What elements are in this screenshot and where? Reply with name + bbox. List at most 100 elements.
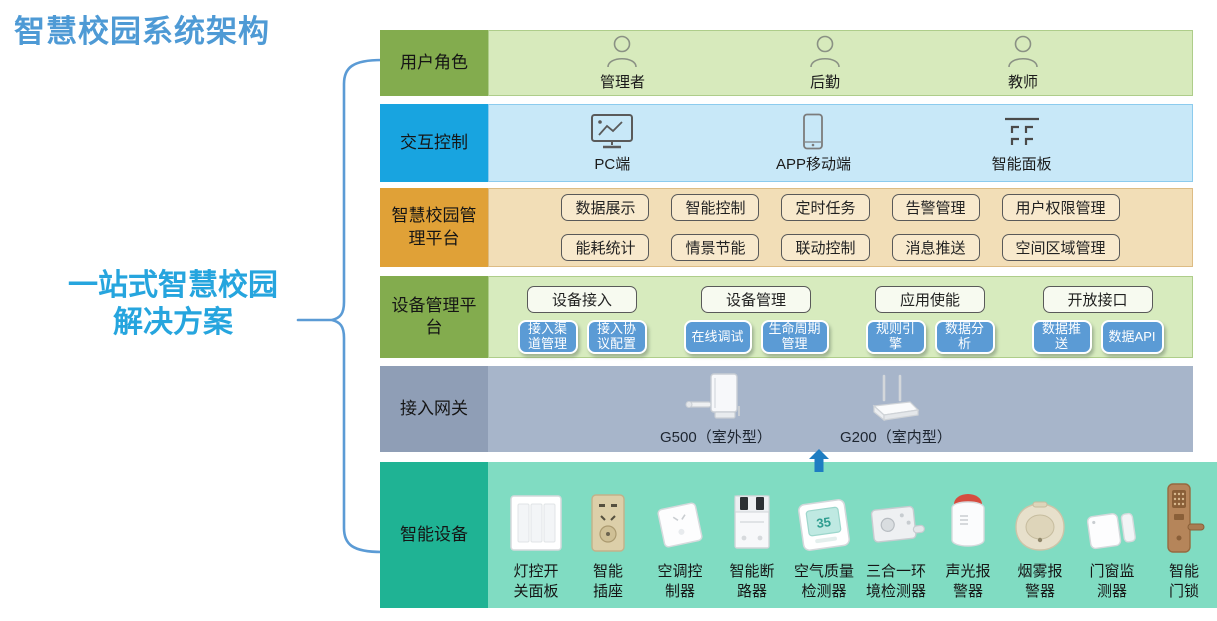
up-arrow-icon [809, 449, 829, 472]
sound-light-alarm-image [946, 480, 990, 554]
smart-socket-image [587, 480, 629, 554]
sub-feature-box: 接入渠 道管理 [517, 320, 578, 354]
indoor-gateway-image [872, 374, 920, 422]
row-smart-devices: 智能设备 灯控开关面板 [380, 462, 1217, 608]
gateway-label: G500（室外型） [660, 429, 772, 446]
row-user-roles-body: 管理者 后勤 教师 [488, 30, 1193, 96]
row-management-platform-header: 智慧校园管理平台 [380, 188, 488, 267]
group-box: 开放接口 [1042, 286, 1153, 313]
row-device-management: 设备管理平台 设备接入 接入渠 道管理 接入协 议配置 设备管理 [380, 276, 1193, 358]
device-item: 灯控开关面板 [500, 480, 572, 608]
sub-feature-line: 规则引 [876, 321, 916, 337]
feature-box: 定时任务 [781, 194, 870, 221]
page-title: 智慧校园系统架构 [14, 14, 270, 49]
sub-feature-box: 数据推 送 [1031, 320, 1092, 354]
device-label: 灯控开关面板 [513, 563, 559, 600]
sub-feature-box: 规则引 擎 [865, 320, 926, 354]
solution-label: 一站式智慧校园 解决方案 [18, 268, 328, 341]
sub-feature-box: 生命周期 管理 [760, 320, 829, 354]
sub-feature-box: 数据分 析 [934, 320, 995, 354]
group-box: 设备管理 [701, 286, 812, 313]
role-label: 后勤 [809, 73, 840, 91]
device-item: 35 空气质量检测器 [788, 480, 860, 608]
device-item: 门窗监测器 [1076, 480, 1148, 608]
device-label: 声光报警器 [945, 563, 991, 600]
air-quality-detector-image: 35 [795, 480, 853, 554]
monitor-icon [591, 113, 634, 148]
role-admin: 管理者 [600, 35, 645, 92]
feature-box: 联动控制 [781, 234, 870, 261]
row-smart-devices-body: 灯控开关面板 智能插座 [488, 462, 1217, 608]
feature-box: 用户权限管理 [1001, 194, 1120, 221]
device-label: 智能插座 [592, 563, 623, 600]
row-device-management-body: 设备接入 接入渠 道管理 接入协 议配置 设备管理 在线调试 [488, 276, 1193, 358]
devmgmt-group-manage: 设备管理 在线调试 生命周期 管理 [683, 286, 829, 354]
interaction-label: APP移动端 [775, 155, 851, 173]
device-label: 空调控制器 [657, 563, 703, 600]
sub-feature-line: 数据推 [1042, 321, 1082, 337]
group-sub-buttons: 数据推 送 数据API [1031, 320, 1164, 354]
smartphone-icon [803, 113, 824, 149]
interaction-panel: 智能面板 [992, 113, 1052, 174]
device-item: 智能断路器 [716, 480, 788, 608]
feature-box: 智能控制 [671, 194, 760, 221]
interaction-label: PC端 [594, 155, 631, 173]
role-label: 管理者 [599, 73, 645, 91]
solution-label-line2: 解决方案 [113, 305, 233, 339]
smart-panel-icon [1004, 117, 1039, 145]
device-item: 三合一环境检测器 [860, 480, 932, 608]
device-label: 门窗监测器 [1089, 563, 1135, 600]
person-icon [607, 35, 638, 67]
smart-door-lock-image [1162, 480, 1206, 554]
sub-feature-line: 析 [958, 336, 972, 351]
group-box: 应用使能 [875, 286, 986, 313]
row-access-gateway: 接入网关 G500（室外型） [380, 366, 1193, 452]
group-box: 设备接入 [526, 286, 637, 313]
curly-brace [296, 58, 384, 554]
platform-feature-grid: 数据展示 智能控制 定时任务 告警管理 用户权限管理 能耗统计 情景节能 联动控… [489, 189, 1192, 266]
outdoor-gateway-image [685, 373, 740, 419]
sub-feature-line: 接入渠 [527, 321, 567, 337]
gateway-label: G200（室内型） [840, 429, 952, 446]
row-interaction-control: 交互控制 PC端 APP移动端 [380, 104, 1193, 182]
devmgmt-group-open: 开放接口 数据推 送 数据API [1031, 286, 1164, 354]
row-access-gateway-body: G500（室外型） G200（室内型） [488, 366, 1193, 452]
row-user-roles: 用户角色 管理者 后勤 教师 [380, 30, 1193, 96]
feature-box: 情景节能 [671, 234, 760, 261]
door-window-sensor-image [1083, 480, 1141, 554]
feature-box: 消息推送 [891, 234, 980, 261]
row-access-gateway-header: 接入网关 [380, 366, 488, 452]
svg-text:35: 35 [815, 514, 831, 531]
role-label: 教师 [1007, 73, 1038, 91]
device-label: 智能门锁 [1168, 563, 1199, 600]
sub-feature-line: 擎 [889, 336, 903, 351]
row-interaction-header: 交互控制 [380, 104, 488, 182]
device-item: 声光报警器 [932, 480, 1004, 608]
sub-feature-box: 接入协 议配置 [586, 320, 647, 354]
role-teacher: 教师 [1005, 35, 1041, 92]
gateway-g500: G500（室外型） [660, 372, 772, 447]
sub-feature-line: 数据API [1108, 328, 1156, 344]
device-item: 智能门锁 [1148, 480, 1217, 608]
device-label: 烟雾报警器 [1017, 563, 1063, 600]
person-icon [810, 35, 840, 67]
device-item: 烟雾报警器 [1004, 480, 1076, 608]
sub-feature-line: 数据分 [945, 321, 985, 337]
sub-feature-line: 在线调试 [691, 328, 744, 344]
group-sub-buttons: 规则引 擎 数据分 析 [865, 320, 995, 354]
sub-feature-box: 数据API [1100, 320, 1164, 354]
feature-box: 能耗统计 [561, 234, 650, 261]
row-management-platform: 智慧校园管理平台 数据展示 智能控制 定时任务 告警管理 用户权限管理 能耗统计… [380, 188, 1193, 267]
sub-feature-line: 接入协 [596, 321, 636, 337]
sub-feature-line: 管理 [781, 336, 808, 351]
env-3in1-detector-image [865, 480, 927, 554]
group-sub-buttons: 接入渠 道管理 接入协 议配置 [517, 320, 647, 354]
device-label: 空气质量检测器 [793, 563, 854, 600]
interaction-pc: PC端 [589, 113, 635, 174]
gateway-g200: G200（室内型） [840, 372, 952, 447]
interaction-label: 智能面板 [991, 155, 1052, 173]
device-item: 智能插座 [572, 480, 644, 608]
devmgmt-group-enable: 应用使能 规则引 擎 数据分 析 [865, 286, 995, 354]
sub-feature-line: 生命周期 [768, 321, 821, 337]
feature-box: 数据展示 [561, 194, 650, 221]
